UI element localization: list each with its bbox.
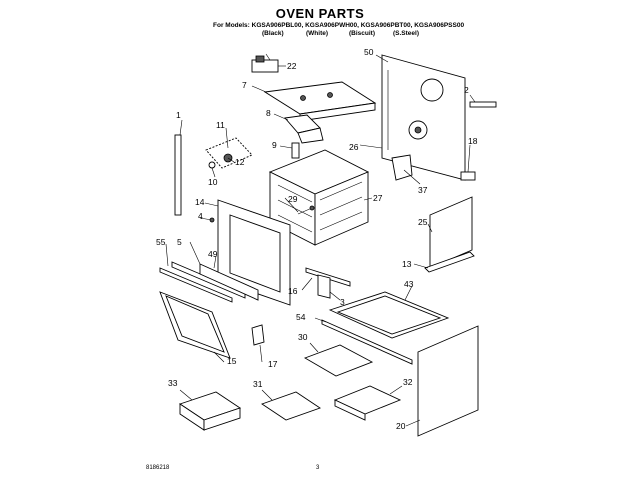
callout-55: 55 [156, 237, 166, 247]
callout-10: 10 [208, 177, 218, 187]
callout-13: 13 [402, 259, 412, 269]
callout-31: 31 [253, 379, 263, 389]
callout-9: 9 [272, 140, 277, 150]
part-10-knob-assembly[interactable] [205, 137, 253, 169]
color-label-black: (Black) [262, 29, 284, 37]
callout-4: 4 [198, 211, 203, 221]
callout-16: 16 [288, 286, 298, 296]
part-32-broiler-pan[interactable] [333, 385, 402, 421]
part-18-clip[interactable] [460, 171, 476, 181]
part-54-strip[interactable] [321, 319, 413, 365]
callout-14: 14 [195, 197, 205, 207]
part-7-top-plate[interactable] [263, 81, 377, 122]
part-15-gasket[interactable] [159, 291, 231, 359]
callout-49: 49 [208, 249, 218, 259]
callout-1: 1 [176, 110, 181, 120]
part-27-oven-cavity[interactable] [268, 149, 370, 246]
callout-26: 26 [349, 142, 359, 152]
part-29-screw[interactable] [297, 205, 315, 215]
callout-22: 22 [287, 61, 297, 71]
callout-50: 50 [364, 47, 374, 57]
callout-25: 25 [418, 217, 428, 227]
part-3-bracket[interactable] [317, 274, 331, 299]
callout-33: 33 [168, 378, 178, 388]
callout-15: 15 [227, 356, 237, 366]
part-33-control-board[interactable] [178, 391, 242, 431]
callout-29: 29 [288, 194, 298, 204]
part-16-bracket[interactable] [305, 267, 351, 287]
part-2-bar[interactable] [469, 101, 497, 108]
callout-7: 7 [242, 80, 247, 90]
part-9-post[interactable] [291, 142, 300, 159]
callout-17: 17 [268, 359, 278, 369]
color-label-steel: (S.Steel) [393, 29, 420, 37]
part-30-rack[interactable] [303, 344, 374, 377]
part-50-rear-panel[interactable] [381, 54, 466, 181]
callout-8: 8 [266, 108, 271, 118]
part-25-side-panel[interactable] [429, 196, 473, 269]
part-1-strip[interactable] [174, 134, 182, 216]
callout-5: 5 [177, 237, 182, 247]
callout-32: 32 [403, 377, 413, 387]
part-22-switch[interactable] [251, 53, 279, 73]
part-55-strip[interactable] [159, 267, 233, 303]
callout-27: 27 [373, 193, 383, 203]
callout-2: 2 [464, 85, 469, 95]
part-17-clip[interactable] [251, 324, 265, 346]
callout-11: 11 [216, 120, 225, 130]
part-37-bracket[interactable] [391, 154, 413, 181]
page-title: OVEN PARTS [275, 6, 365, 21]
callout-30: 30 [298, 332, 308, 342]
part-31-panel[interactable] [261, 391, 321, 421]
color-label-white: (White) [306, 29, 329, 37]
models-line: For Models: KGSA906PBL00, KGSA906PWH00, … [213, 22, 465, 29]
part-20-glass-panel[interactable] [417, 325, 479, 437]
callout-3: 3 [340, 297, 345, 307]
part-49-bracket[interactable] [199, 263, 259, 301]
part-4-screw[interactable] [199, 217, 215, 223]
callout-12: 12 [235, 157, 245, 167]
callout-43: 43 [404, 279, 414, 289]
part-13-strip[interactable] [424, 251, 475, 273]
callout-37: 37 [418, 185, 428, 195]
part-14-door-frame[interactable] [217, 199, 291, 306]
document-number: 8186218 [146, 465, 170, 471]
callout-20: 20 [396, 421, 406, 431]
color-label-biscuit: (Biscuit) [349, 29, 375, 37]
callout-18: 18 [468, 136, 478, 146]
part-8-bracket[interactable] [284, 114, 324, 144]
callout-54: 54 [296, 312, 306, 322]
part-43-inner-door[interactable] [328, 291, 450, 339]
page-number: 3 [316, 465, 320, 471]
